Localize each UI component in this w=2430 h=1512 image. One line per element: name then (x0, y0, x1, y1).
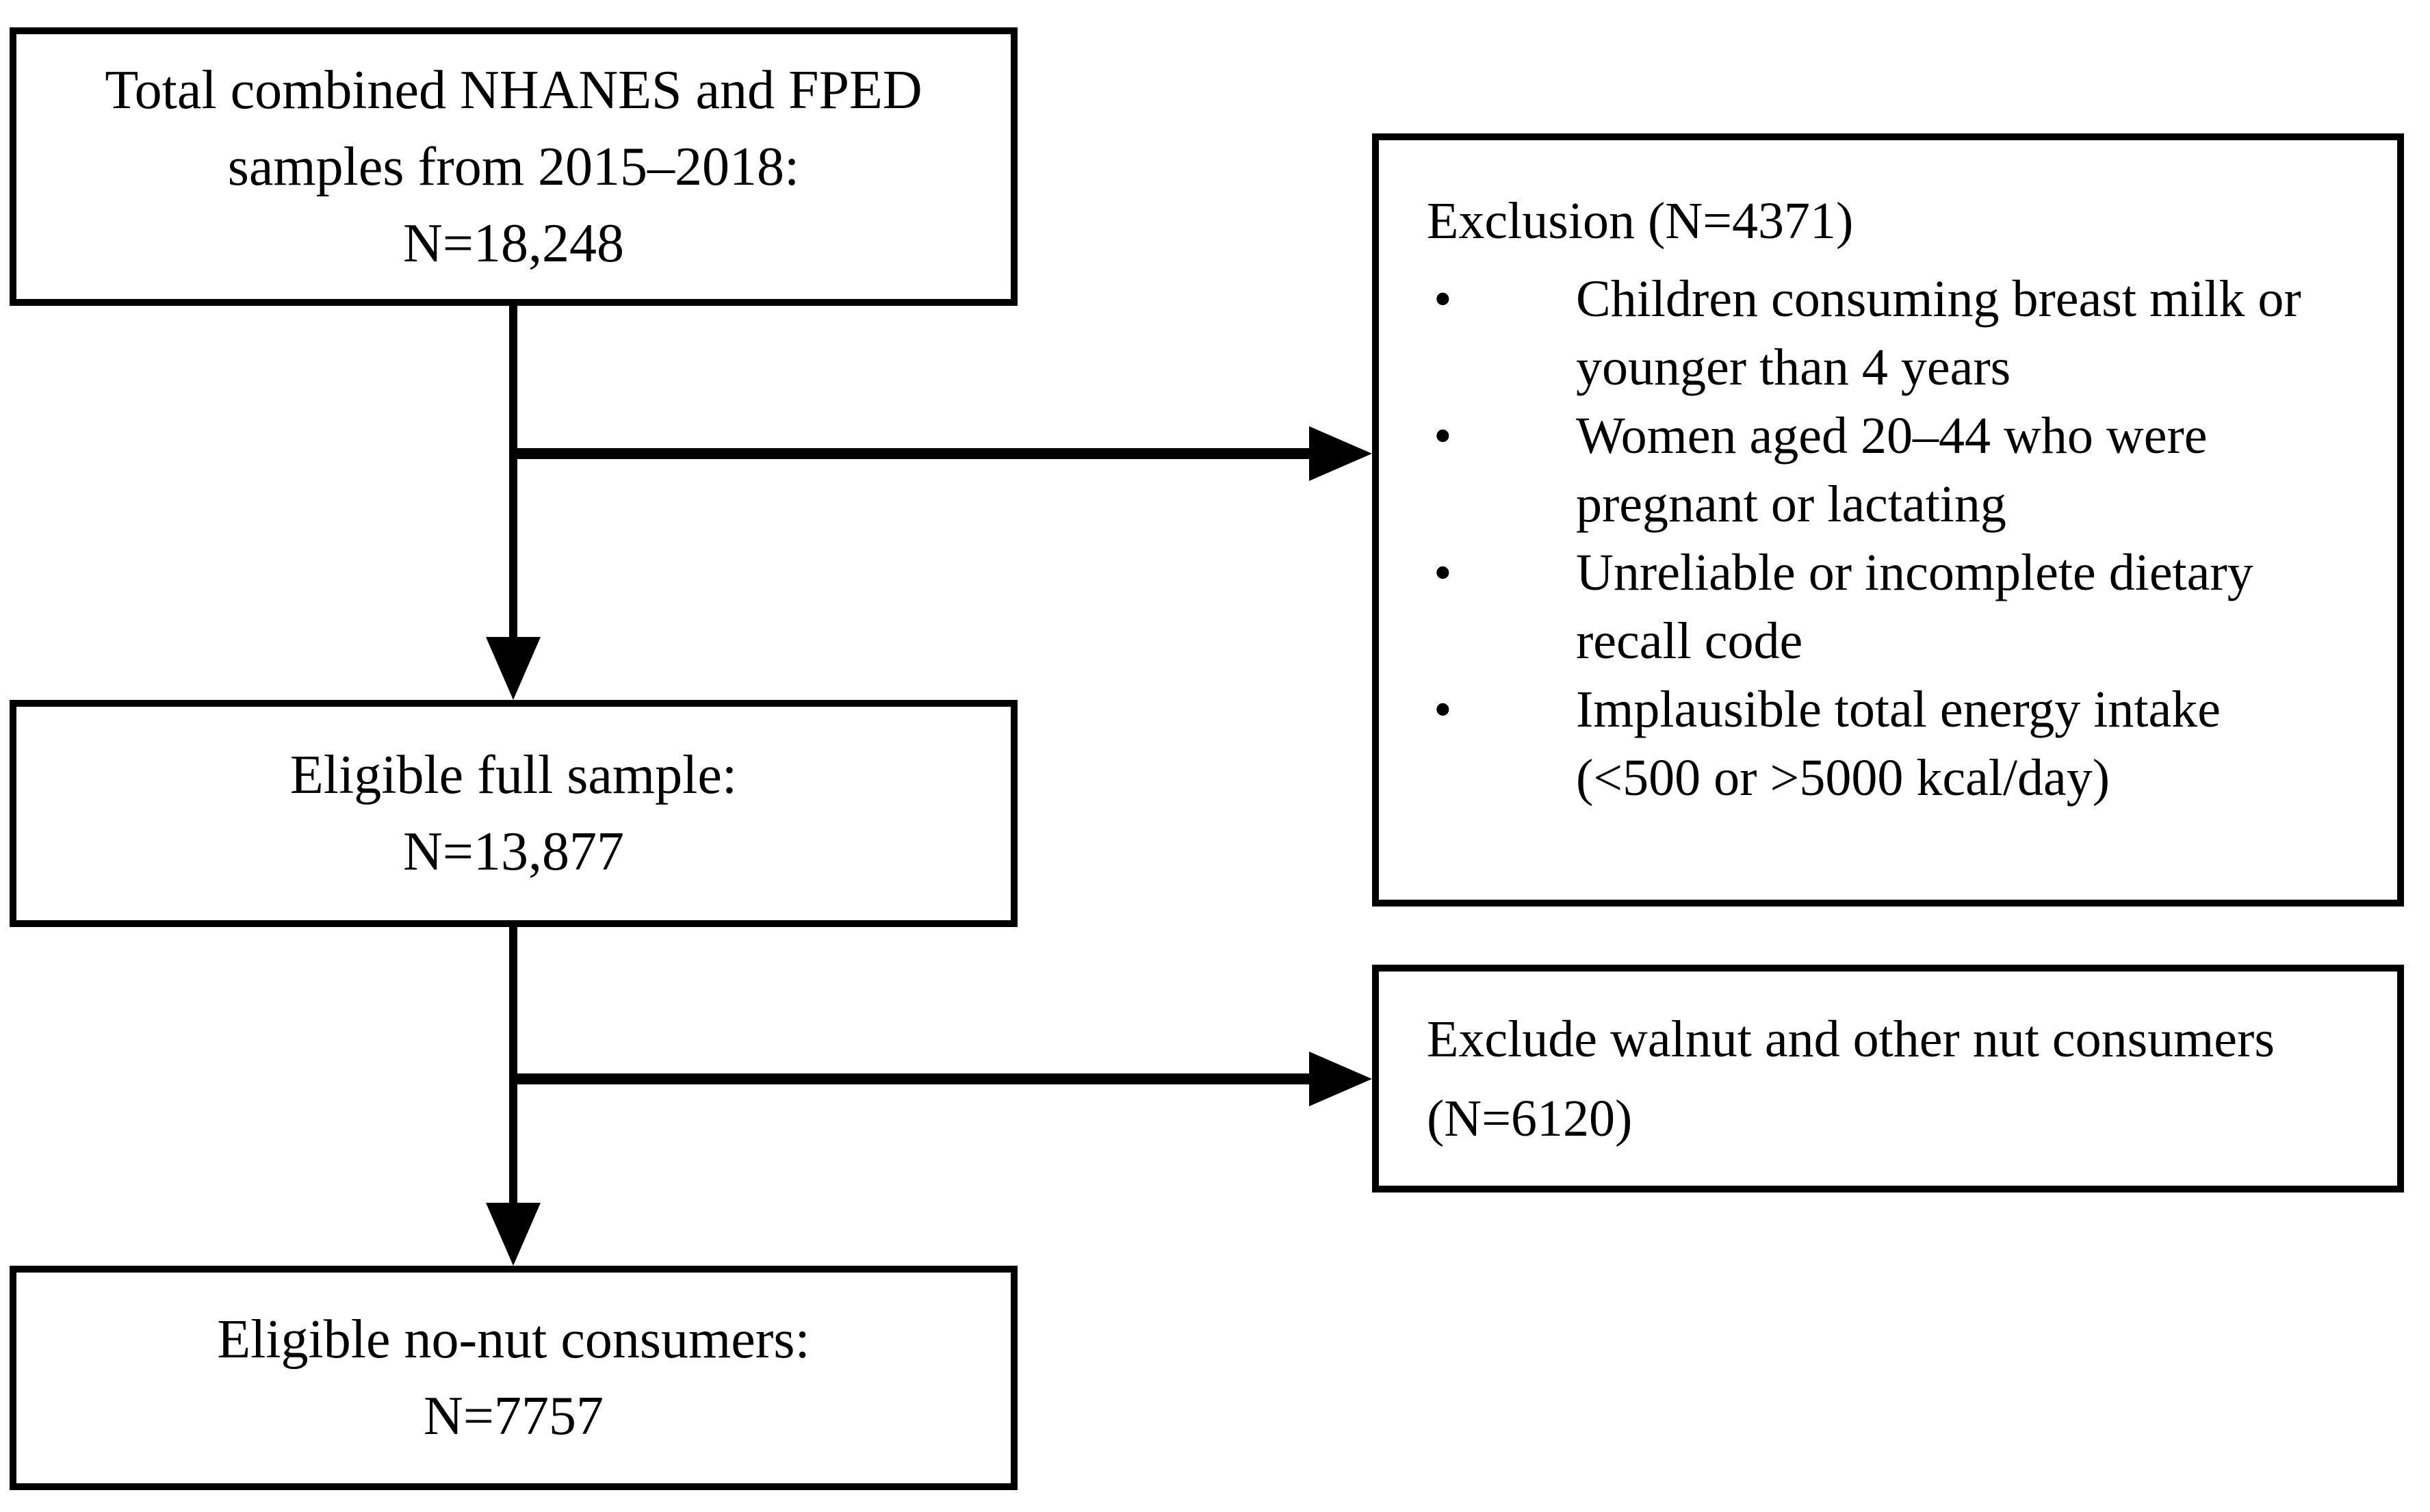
exclusion-item-2: • Women aged 20–44 who were pregnant or … (1427, 402, 2367, 538)
exclusion-item-3-text: Unreliable or incomplete dietary recall … (1576, 538, 2367, 675)
exclusion-item-1-line-2: younger than 4 years (1576, 339, 2011, 396)
exclusion-item-1-line-1: Children consuming breast milk or (1576, 270, 2301, 328)
exclusion-item-3: • Unreliable or incomplete dietary recal… (1427, 538, 2367, 675)
exclusion-item-3-line-1: Unreliable or incomplete dietary (1576, 544, 2253, 601)
exclusion-title: Exclusion (N=4371) (1427, 192, 1854, 250)
total-sample-count: N=18,248 (403, 213, 624, 274)
total-sample-line-1: Total combined NHANES and FPED (105, 60, 922, 120)
total-sample-line-2: samples from 2015–2018: (227, 136, 800, 197)
exclusion-item-2-line-1: Women aged 20–44 who were (1576, 407, 2208, 465)
exclusion-box: Exclusion (N=4371) • Children consuming … (1372, 133, 2404, 907)
arrowhead-right-icon (1309, 426, 1372, 481)
flow-connector-vertical-1 (509, 306, 517, 648)
arrowhead-down-icon (486, 637, 541, 700)
exclusion-item-4-text: Implausible total energy intake (<500 or… (1576, 675, 2367, 812)
exclude-nut-consumers-box: Exclude walnut and other nut consumers (… (1372, 965, 2404, 1192)
exclude-nut-count: (N=6120) (1427, 1089, 1633, 1147)
flow-connector-horizontal-1 (513, 448, 1317, 459)
eligible-no-nut-count: N=7757 (424, 1386, 604, 1446)
bullet-icon: • (1434, 407, 1452, 465)
flow-connector-horizontal-2 (513, 1073, 1317, 1084)
arrowhead-down-icon (486, 1203, 541, 1266)
bullet-icon: • (1434, 681, 1452, 738)
total-sample-box: Total combined NHANES and FPED samples f… (10, 27, 1018, 306)
exclusion-item-1-text: Children consuming breast milk or younge… (1576, 265, 2367, 402)
flow-connector-vertical-2 (509, 927, 517, 1214)
exclusion-item-2-text: Women aged 20–44 who were pregnant or la… (1576, 402, 2367, 538)
bullet-icon: • (1434, 544, 1452, 601)
exclusion-item-4: • Implausible total energy intake (<500 … (1427, 675, 2367, 812)
exclusion-item-1: • Children consuming breast milk or youn… (1427, 265, 2367, 402)
eligible-no-nut-label: Eligible no-nut consumers: (217, 1309, 810, 1370)
exclusion-item-2-line-2: pregnant or lactating (1576, 475, 2006, 533)
exclusion-item-3-line-2: recall code (1576, 612, 1803, 670)
eligible-full-sample-box: Eligible full sample: N=13,877 (10, 700, 1018, 927)
eligible-full-label: Eligible full sample: (289, 745, 738, 805)
exclude-nut-line-1: Exclude walnut and other nut consumers (1427, 1010, 2275, 1068)
arrowhead-right-icon (1309, 1052, 1372, 1106)
bullet-icon: • (1434, 270, 1452, 328)
exclusion-item-4-line-1: Implausible total energy intake (1576, 681, 2221, 738)
eligible-no-nut-box: Eligible no-nut consumers: N=7757 (10, 1266, 1018, 1490)
exclusion-item-4-line-2: (<500 or >5000 kcal/day) (1576, 749, 2110, 807)
eligible-full-count: N=13,877 (403, 822, 624, 882)
